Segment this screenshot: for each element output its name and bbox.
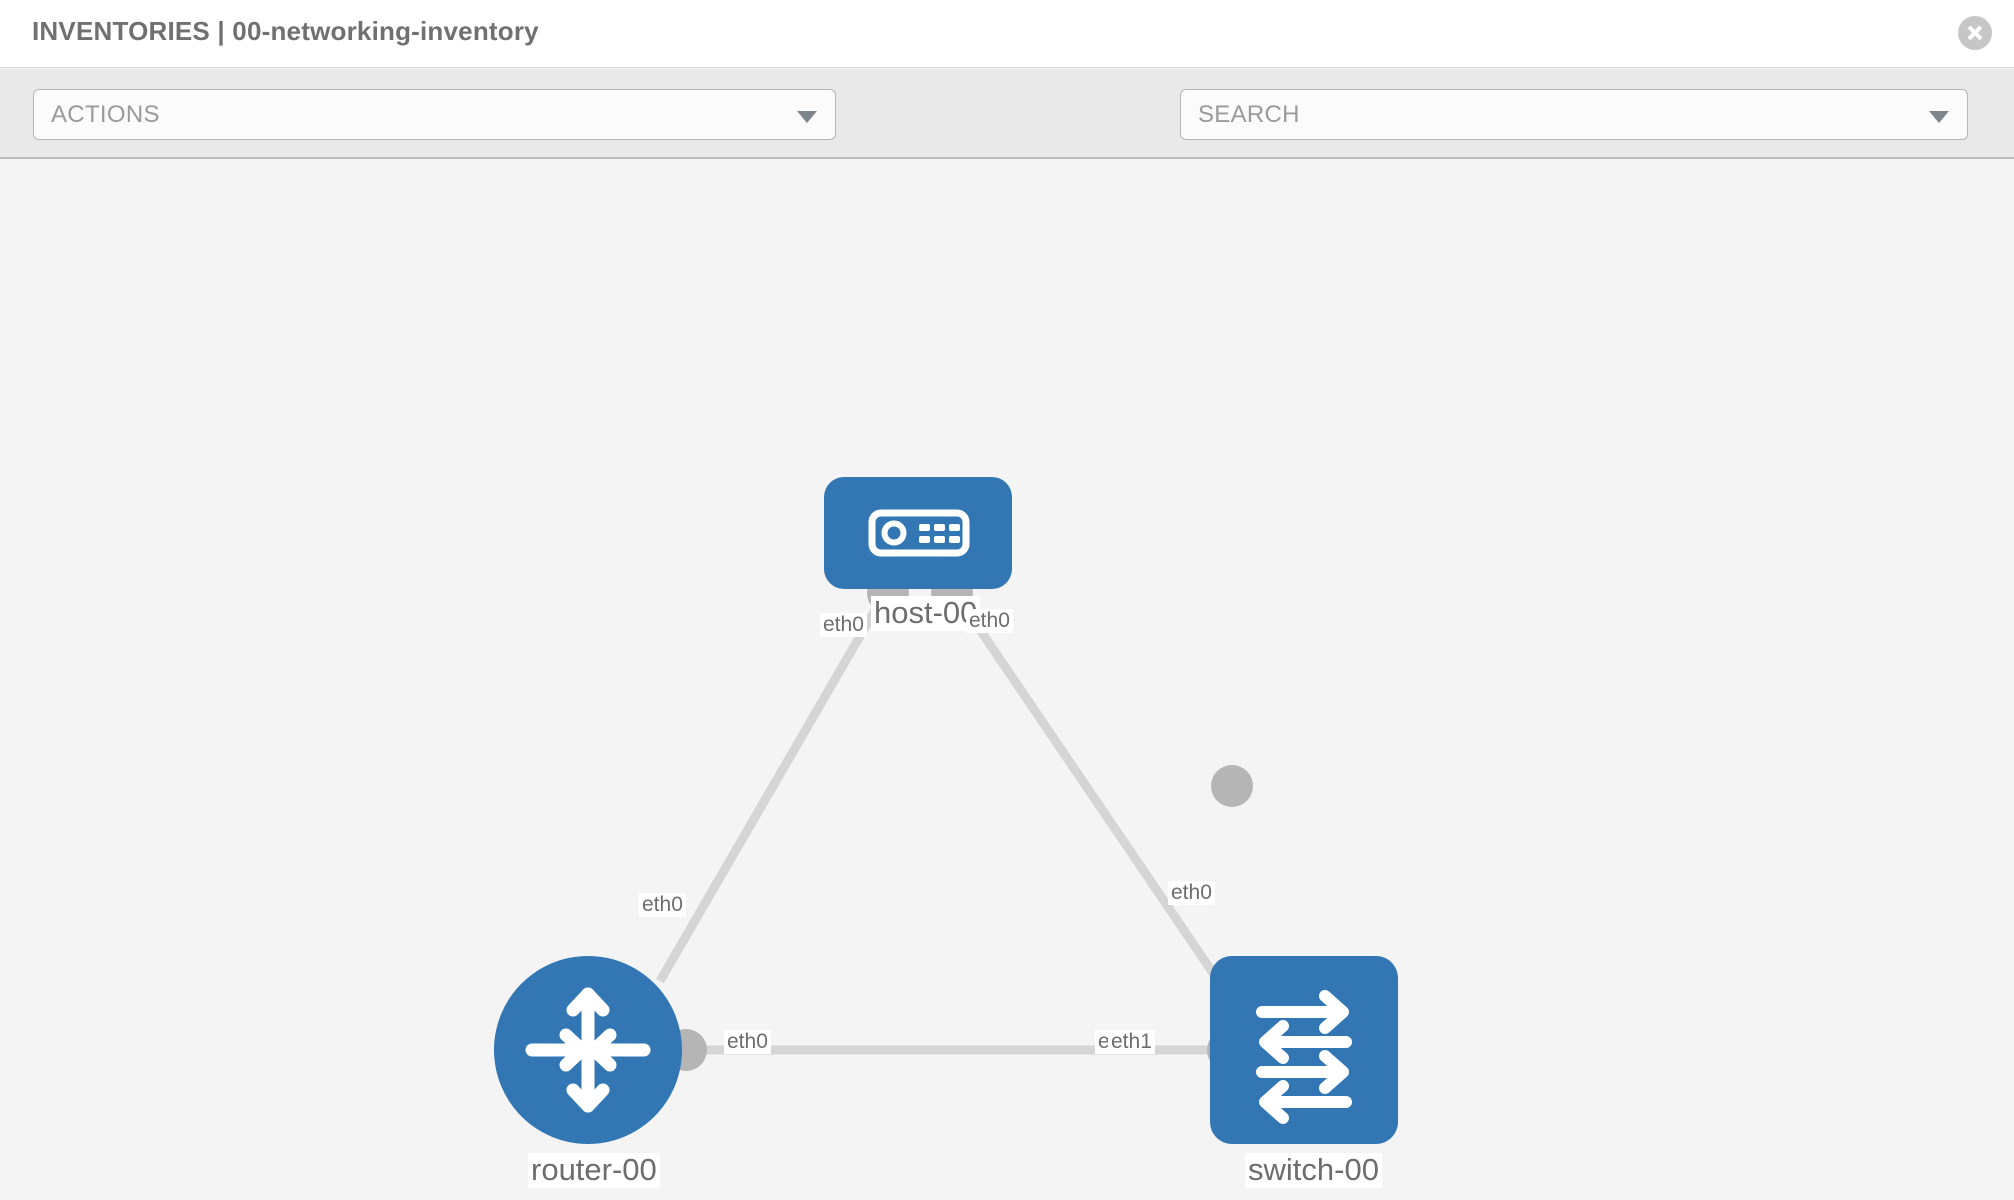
port-label-router-right: eth0: [724, 1030, 771, 1055]
search-input[interactable]: SEARCH: [1180, 89, 1968, 140]
edge-host-router: [656, 590, 889, 984]
search-placeholder: SEARCH: [1198, 101, 1300, 128]
topology-canvas[interactable]: host-00 router-00 switch-00 eth0 eth0 et…: [0, 161, 2014, 1200]
node-label-router: router-00: [528, 1153, 660, 1188]
node-host-00[interactable]: [824, 477, 1012, 589]
topology-edges: [656, 572, 1253, 1071]
router-icon: [525, 987, 651, 1113]
port-label-switch-up: eth0: [1168, 881, 1215, 906]
node-label-switch: switch-00: [1245, 1153, 1382, 1188]
node-switch-00[interactable]: [1210, 956, 1398, 1144]
page-header: INVENTORIES | 00-networking-inventory: [0, 0, 2014, 68]
port-label-router-up: eth0: [639, 893, 686, 918]
close-icon[interactable]: [1958, 16, 1992, 50]
port-label-host-left: eth0: [820, 613, 867, 638]
server-icon: [868, 509, 970, 557]
switch-icon: [1256, 990, 1352, 1124]
actions-dropdown-label: ACTIONS: [51, 101, 160, 128]
edge-host-switch: [951, 590, 1219, 979]
node-router-00[interactable]: [494, 956, 682, 1144]
port-label-switch-left: eth1: [1108, 1030, 1155, 1055]
port-label-host-right: eth0: [966, 609, 1013, 634]
chevron-down-icon: [797, 111, 817, 123]
port-switch-top[interactable]: [1211, 765, 1253, 807]
actions-dropdown[interactable]: ACTIONS: [33, 89, 836, 140]
node-label-host: host-00: [871, 596, 981, 631]
toolbar: ACTIONS SEARCH: [0, 69, 2014, 198]
page-title: INVENTORIES | 00-networking-inventory: [32, 16, 539, 46]
chevron-down-icon: [1929, 111, 1949, 123]
